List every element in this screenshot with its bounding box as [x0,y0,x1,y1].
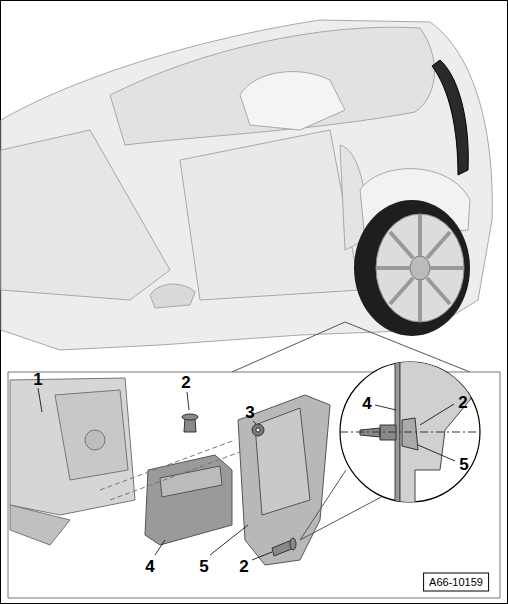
detail-section [340,360,480,510]
fasteners [100,414,296,556]
callout-number: 2 [457,393,468,412]
callout-number: 5 [458,455,469,474]
car-body [1,20,492,350]
callout-number: 4 [361,394,372,413]
callout-number: 4 [144,557,155,576]
callout-number: 2 [180,373,191,392]
bracket [145,455,232,545]
figure-reference: A66-10159 [423,573,489,592]
zoom-line [232,322,470,372]
callout-number: 2 [238,557,249,576]
body-panel [10,378,135,545]
callout-number: 5 [198,557,209,576]
callout-number: 3 [244,403,255,422]
leader-line [38,388,455,560]
mud-flap [238,395,330,565]
rear-wheel [354,200,470,336]
callout-number: 1 [32,370,43,389]
